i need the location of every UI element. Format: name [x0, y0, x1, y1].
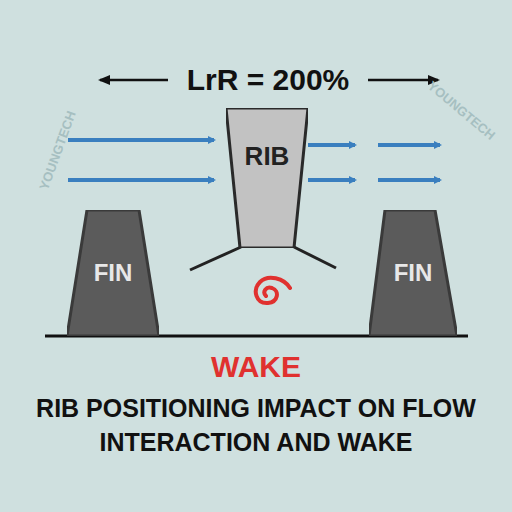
shape-outline — [226, 108, 308, 248]
dimension-label: LrR = 200% — [183, 63, 354, 97]
node-label: FIN — [394, 259, 433, 287]
rib-skirt — [190, 247, 241, 270]
wake-label: WAKE — [211, 350, 301, 384]
rib-shape: RIB — [226, 108, 308, 248]
node-label: RIB — [245, 141, 290, 172]
fin-shape: FIN — [369, 210, 457, 336]
dimension-arrow — [368, 79, 438, 82]
node-label: FIN — [94, 259, 133, 287]
rib-skirt — [294, 247, 336, 268]
wake-vortex — [256, 278, 290, 303]
dimension-arrow — [100, 79, 168, 82]
watermark: YOUNGTECH — [425, 78, 498, 143]
title: RIB POSITIONING IMPACT ON FLOW INTERACTI… — [16, 392, 496, 460]
fin-shape: FIN — [67, 210, 159, 336]
